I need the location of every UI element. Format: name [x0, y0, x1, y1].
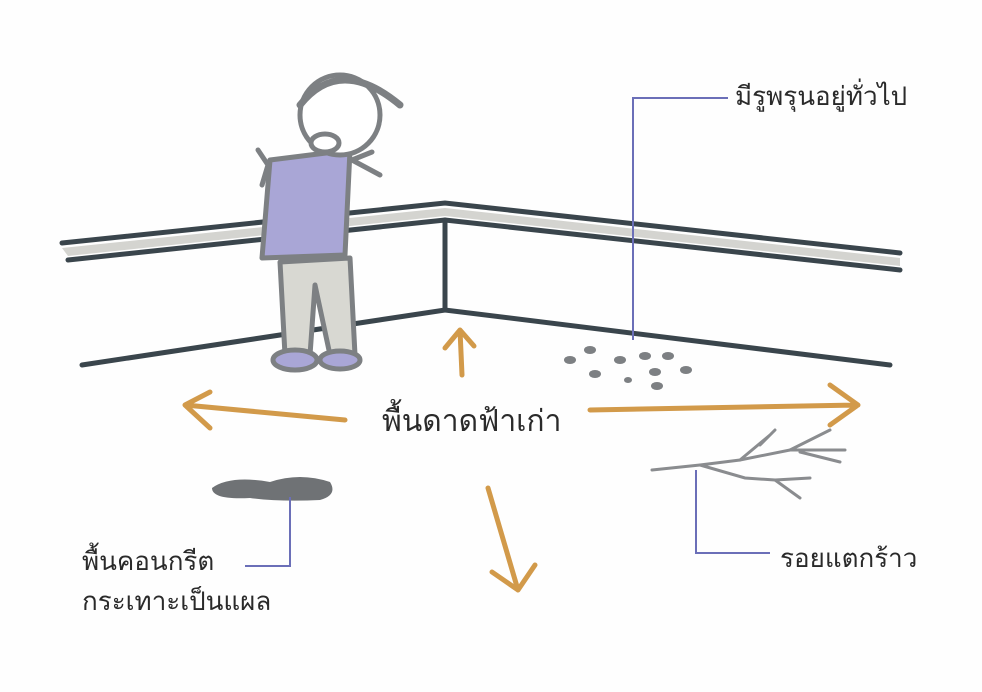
pores-dots	[564, 346, 692, 390]
pores-label: มีรูพรุนอยู่ทั่วไป	[735, 82, 908, 112]
spall-label: พื้นคอนกรีต กระเทาะเป็นแผล	[82, 542, 271, 622]
leader-lines	[245, 97, 770, 567]
spall-patch	[212, 477, 333, 501]
parapet-wall	[59, 200, 903, 368]
direction-arrows	[182, 327, 861, 593]
person-figure	[255, 72, 404, 373]
crack-label: รอยแตกร้าว	[780, 544, 918, 574]
spall-label-line2: กระเทาะเป็นแผล	[82, 587, 272, 617]
wall-cap	[62, 208, 900, 266]
crack-lines	[650, 428, 847, 500]
diagram-title: พื้นดาดฟ้าเก่า	[382, 404, 562, 439]
spall-label-line1: พื้นคอนกรีต	[82, 547, 215, 577]
